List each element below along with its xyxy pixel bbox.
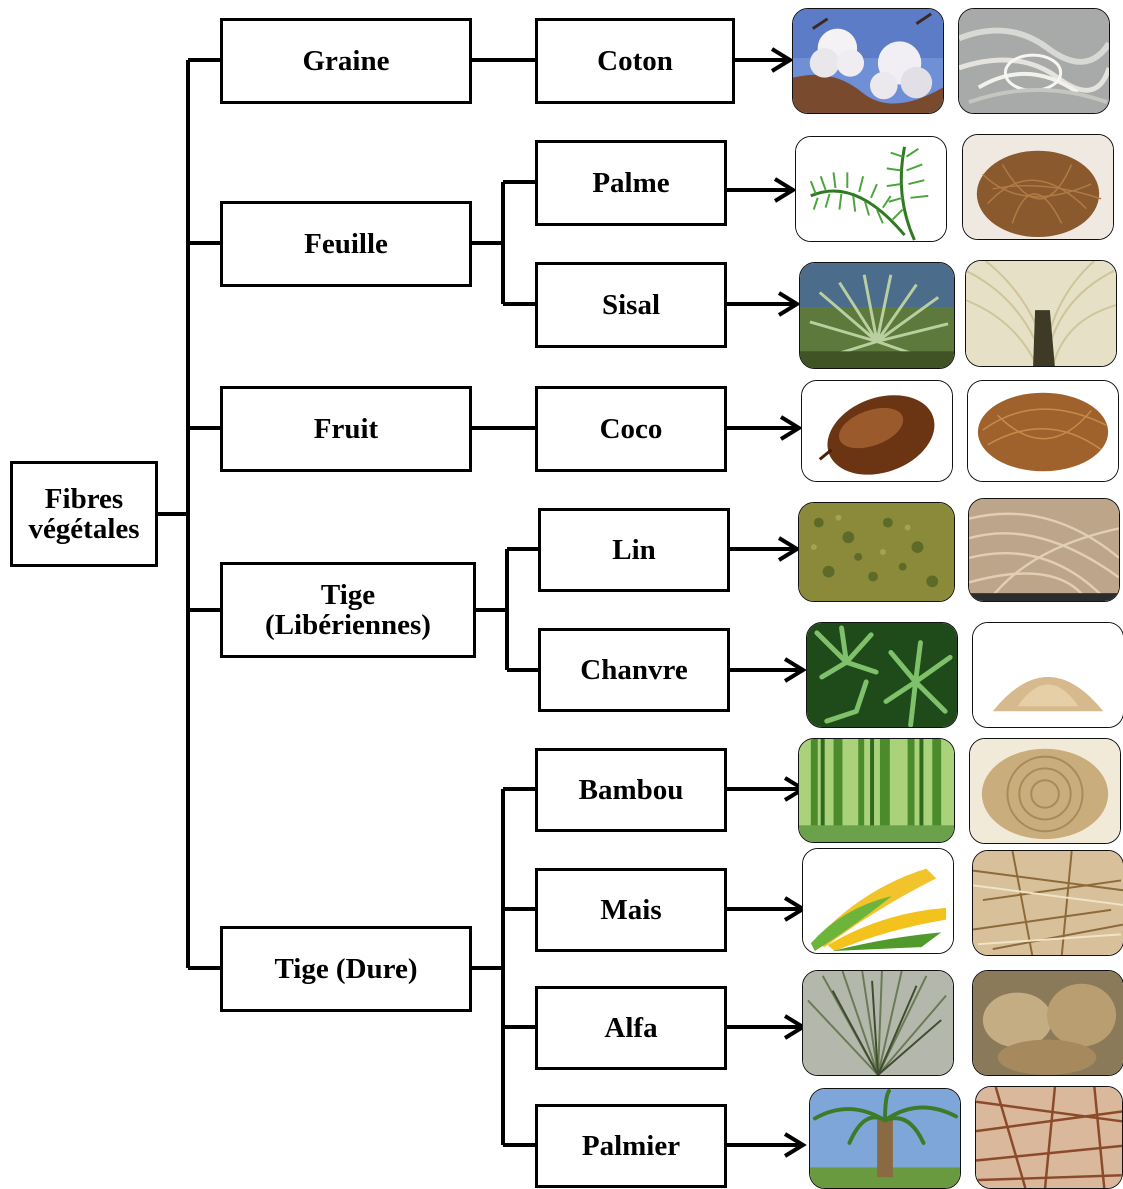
part-feuille: Feuille [220,201,472,287]
part-tige-dure: Tige (Dure) [220,926,472,1012]
part-label: Feuille [304,229,388,259]
sisal-fibre-image [965,260,1117,367]
flax-field-image [798,502,955,602]
fibre-label: Sisal [602,290,660,320]
root-label-line2: végétales [28,514,139,544]
alfa-grass-image [802,970,954,1076]
fibre-coton: Coton [535,18,735,104]
fibre-label: Coco [600,414,663,444]
flax-fibre-image [968,498,1120,602]
date-palm-image [809,1088,961,1189]
corn-fibre-image [972,850,1123,956]
fibre-label: Chanvre [580,655,687,685]
fibre-chanvre: Chanvre [538,628,730,712]
fibre-sisal: Sisal [535,262,727,348]
fibre-palmier: Palmier [535,1104,727,1188]
fibre-label: Palme [592,168,669,198]
cotton-bolls-image [792,8,944,114]
sisal-plant-image [799,262,955,369]
alfa-fibre-image [972,970,1123,1076]
hemp-leaves-image [806,622,958,728]
fibre-label: Mais [600,895,661,925]
fibre-label: Coton [597,46,673,76]
palm-tree-fibre-image [975,1086,1123,1189]
fibre-label: Lin [612,535,656,565]
fibre-bambou: Bambou [535,748,727,832]
part-tige-liberiennes: Tige (Libériennes) [220,562,476,658]
fibre-mais: Mais [535,868,727,952]
fibre-label: Alfa [604,1013,657,1043]
part-label-line1: Tige [321,580,375,610]
cotton-fibre-image [958,8,1110,114]
part-label-line2: (Libériennes) [265,610,431,640]
palm-leaves-image [795,136,947,242]
root-node: Fibres végétales [10,461,158,567]
part-graine: Graine [220,18,472,104]
fibre-label: Palmier [582,1131,680,1161]
part-label: Tige (Dure) [274,954,417,984]
corn-cobs-image [802,848,954,954]
bamboo-forest-image [798,738,955,843]
part-label: Graine [303,46,390,76]
fibre-coco: Coco [535,386,727,472]
palm-fibre-image [962,134,1114,240]
fibre-palme: Palme [535,140,727,226]
coconut-image [801,380,953,482]
fibre-label: Bambou [579,775,684,805]
bamboo-fibre-image [969,738,1121,844]
root-label-line1: Fibres [45,484,123,514]
part-label: Fruit [314,414,378,444]
fibre-alfa: Alfa [535,986,727,1070]
coir-fibre-image [967,380,1119,482]
part-fruit: Fruit [220,386,472,472]
fibre-lin: Lin [538,508,730,592]
hemp-fibre-image [972,622,1123,728]
